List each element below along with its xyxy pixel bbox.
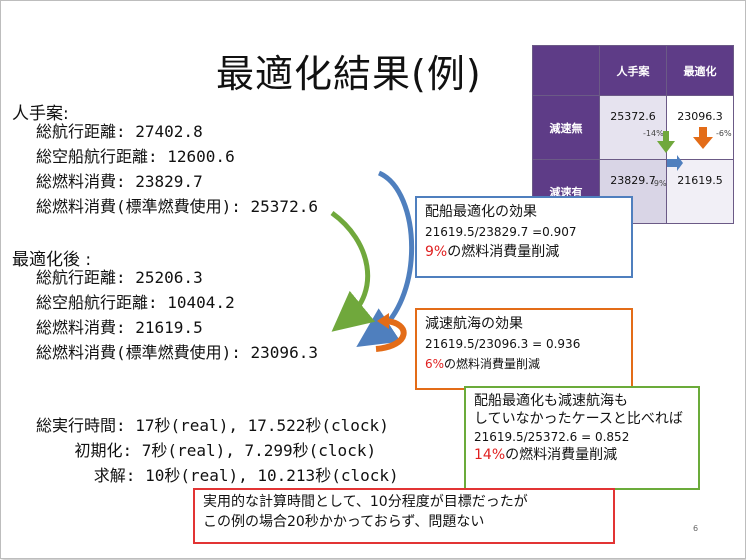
box3-text: の燃料消費量削減 [505, 447, 618, 463]
table-green-arrow [657, 131, 675, 153]
box-combined-effect: 配船最適化も減速航海も していなかったケースと比べれば 21619.5/2537… [464, 386, 700, 490]
table-blue-arrow [667, 155, 683, 171]
slide-title: 最適化結果(例) [216, 52, 482, 96]
box2-title: 減速航海の効果 [425, 316, 523, 332]
box-slow-steaming-effect: 減速航海の効果 21619.5/23096.3 = 0.936 6%の燃料消費量… [415, 308, 633, 390]
table-orange-arrow [693, 127, 713, 149]
table-cell: 25372.6 [599, 95, 667, 160]
timing-list: 総実行時間: 17秒(real), 17.522秒(clock) 初期化: 7秒… [36, 413, 399, 488]
green-arrow [330, 210, 376, 332]
page-number: 6 [693, 524, 699, 533]
manual-plan-list: 総航行距離: 27402.8 総空船航行距離: 12600.6 総燃料消費: 2… [36, 119, 318, 219]
comparison-table: 人手案 最適化 減速無 25372.6 23096.3 減速有 23829.7 … [532, 45, 734, 224]
box3-pct: 14% [474, 447, 506, 463]
box3-line1: 配船最適化も減速航海も [474, 393, 628, 409]
box4-line1: 実用的な計算時間として、10分程度が目標だったが [203, 494, 528, 510]
box1-title: 配船最適化の効果 [425, 204, 537, 220]
box3-formula: 21619.5/25372.6 = 0.852 [474, 430, 630, 444]
table-pct-label: -9% [651, 179, 667, 188]
box1-text: の燃料消費量削減 [447, 244, 560, 260]
box1-formula: 21619.5/23829.7 =0.907 [425, 225, 577, 239]
box2-text: の燃料消費量削減 [444, 357, 541, 371]
table-col-header: 人手案 [599, 45, 667, 96]
optimized-line: 総空船航行距離: 10404.2 [36, 293, 235, 312]
timing-line: 求解: 10秒(real), 10.213秒(clock) [36, 466, 399, 485]
box2-formula: 21619.5/23096.3 = 0.936 [425, 337, 581, 351]
box-computation-time-note: 実用的な計算時間として、10分程度が目標だったが この例の場合20秒かかっておら… [193, 488, 615, 544]
table-cell: 23096.3 [666, 95, 734, 160]
table-arrows [657, 127, 713, 171]
manual-plan-line: 総燃料消費(標準燃費使用): 25372.6 [36, 197, 318, 216]
optimized-line: 総燃料消費: 21619.5 [36, 318, 203, 337]
timing-line: 初期化: 7秒(real), 7.299秒(clock) [36, 441, 377, 460]
orange-arrow [375, 318, 407, 352]
manual-plan-line: 総燃料消費: 23829.7 [36, 172, 203, 191]
optimized-line: 総航行距離: 25206.3 [36, 268, 203, 287]
box3-line2: していなかったケースと比べれば [474, 411, 683, 427]
box4-line2: この例の場合20秒かかっておらず、問題ない [203, 514, 485, 530]
table-corner [532, 45, 600, 96]
table-pct-label: -14% [643, 129, 664, 138]
optimized-list: 総航行距離: 25206.3 総空船航行距離: 10404.2 総燃料消費: 2… [36, 265, 318, 365]
box-routing-effect: 配船最適化の効果 21619.5/23829.7 =0.907 9%の燃料消費量… [415, 196, 633, 278]
box2-pct: 6% [425, 357, 445, 371]
table-pct-label: -6% [716, 129, 732, 138]
manual-plan-line: 総空船航行距離: 12600.6 [36, 147, 235, 166]
manual-plan-line: 総航行距離: 27402.8 [36, 122, 203, 141]
optimized-heading: 最適化後 : [12, 250, 92, 270]
blue-arrow [356, 170, 414, 348]
box1-pct: 9% [425, 244, 448, 260]
table-col-header: 最適化 [666, 45, 734, 96]
timing-line: 総実行時間: 17秒(real), 17.522秒(clock) [36, 416, 389, 435]
manual-plan-heading: 人手案: [12, 104, 69, 124]
table-row-header: 減速無 [532, 95, 600, 160]
optimized-line: 総燃料消費(標準燃費使用): 23096.3 [36, 343, 318, 362]
